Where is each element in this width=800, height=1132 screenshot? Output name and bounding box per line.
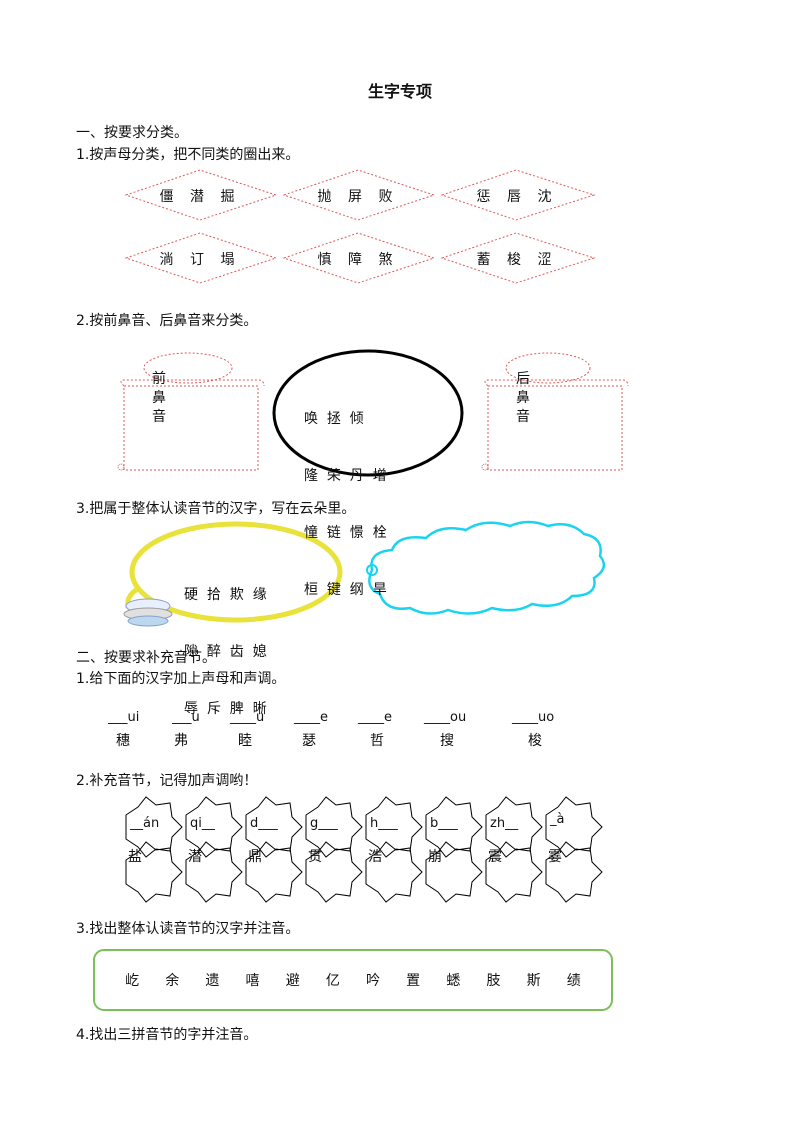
pool-row: 唤 拯 倾 — [304, 411, 364, 427]
p2q2-prompt: 2.补充音节，记得加声调哟！ — [76, 773, 258, 789]
box-char: 避 — [285, 973, 300, 989]
pool-row: 憧 链 憬 栓 — [304, 525, 387, 541]
label-char: 鼻 — [152, 390, 166, 406]
label-char: 音 — [152, 409, 166, 425]
tile-pinyin-4[interactable]: g___ — [310, 816, 338, 831]
box-char: 余 — [165, 973, 180, 989]
tile-char-5: 浩 — [368, 849, 382, 865]
tile-char-3: 鼎 — [248, 849, 262, 865]
part2-heading: 二、按要求补充音节。 — [76, 650, 216, 666]
pool-row: 辱 斥 脾 晰 — [184, 701, 267, 717]
whole-syllable-char-row: 屹 余 遗 嘻 避 亿 吟 置 蟋 肢 斯 绩 — [94, 970, 612, 990]
tile-pinyin-3[interactable]: d___ — [250, 816, 278, 831]
tile-char-1: 盐 — [128, 849, 142, 865]
bubble-char-pool: 硬 拾 欺 缘 隙 醉 齿 媳 辱 斥 脾 晰 — [184, 548, 267, 738]
diamond-group-5: 慎 障 煞 — [317, 252, 399, 268]
diamond-group-1: 僵 潜 掘 — [159, 189, 241, 205]
pinyin-blank-6[interactable]: ____ou — [424, 710, 467, 725]
label-char: 音 — [516, 409, 530, 425]
part1-heading: 一、按要求分类。 — [76, 125, 188, 141]
box-char: 屹 — [125, 973, 140, 989]
box-char: 肢 — [486, 973, 501, 989]
pinyin-blank-3[interactable]: ____u — [230, 710, 265, 725]
nasal-char-pool: 唤 拯 倾 隆 荣 丹 增 憧 链 憬 栓 桓 键 纲 旱 — [304, 372, 387, 619]
tile-char-7: 震 — [488, 849, 502, 865]
hanzi-4: 瑟 — [302, 733, 316, 749]
p2q1-prompt: 1.给下面的汉字加上声母和声调。 — [76, 671, 286, 687]
tile-char-2: 潜 — [188, 849, 202, 865]
label-char: 前 — [152, 371, 166, 387]
hanzi-5: 哲 — [370, 733, 384, 749]
tile-char-8: 霎 — [548, 849, 562, 865]
p2q4-prompt: 4.找出三拼音节的字并注音。 — [76, 1027, 258, 1043]
tile-pinyin-6[interactable]: b___ — [430, 816, 458, 831]
tile-pinyin-8[interactable]: _à — [550, 812, 565, 827]
tile-pinyin-7[interactable]: zh__ — [490, 816, 519, 831]
tile-char-4: 贯 — [308, 849, 322, 865]
tile-pinyin-5[interactable]: h___ — [370, 816, 398, 831]
box-char: 嘻 — [245, 973, 260, 989]
pool-row: 桓 键 纲 旱 — [304, 582, 387, 598]
q2-prompt: 2.按前鼻音、后鼻音来分类。 — [76, 313, 258, 329]
label-char: 鼻 — [516, 390, 530, 406]
tile-char-6: 崩 — [428, 849, 442, 865]
q3-prompt: 3.把属于整体认读音节的汉字，写在云朵里。 — [76, 501, 356, 517]
diamond-group-6: 蓄 梭 涩 — [476, 252, 558, 268]
hanzi-7: 梭 — [528, 733, 542, 749]
box-char: 蟋 — [446, 973, 461, 989]
hanzi-6: 搜 — [440, 733, 454, 749]
diamond-group-4: 淌 订 塌 — [159, 252, 241, 268]
q1-prompt: 1.按声母分类，把不同类的圈出来。 — [76, 147, 300, 163]
diamond-group-3: 惩 唇 沈 — [476, 189, 558, 205]
pinyin-blank-7[interactable]: ____uo — [512, 710, 555, 725]
label-char: 后 — [516, 371, 530, 387]
p2q3-prompt: 3.找出整体认读音节的汉字并注音。 — [76, 921, 300, 937]
pool-row: 隙 醉 齿 媳 — [184, 644, 267, 660]
page-title: 生字专项 — [367, 82, 432, 101]
back-nasal-label: 后 鼻 音 — [516, 370, 530, 427]
hanzi-2: 弗 — [174, 733, 188, 749]
box-char: 遗 — [205, 973, 220, 989]
diamond-group-2: 抛 屏 败 — [317, 189, 399, 205]
front-nasal-label: 前 鼻 音 — [152, 370, 166, 427]
tile-pinyin-1[interactable]: __án — [130, 816, 160, 831]
pinyin-blank-1[interactable]: ___ui — [108, 710, 140, 725]
box-char: 置 — [406, 973, 421, 989]
pool-row: 硬 拾 欺 缘 — [184, 587, 267, 603]
box-char: 吟 — [366, 973, 381, 989]
pinyin-blank-4[interactable]: ____e — [294, 710, 328, 725]
tile-pinyin-2[interactable]: qi__ — [190, 816, 215, 831]
box-char: 绩 — [566, 973, 581, 989]
pinyin-blank-5[interactable]: ____e — [358, 710, 392, 725]
box-char: 斯 — [526, 973, 541, 989]
box-char: 亿 — [325, 973, 340, 989]
hanzi-1: 穗 — [116, 733, 130, 749]
pool-row: 隆 荣 丹 增 — [304, 468, 387, 484]
hanzi-3: 睦 — [238, 733, 252, 749]
pinyin-blank-2[interactable]: ___u — [172, 710, 200, 725]
